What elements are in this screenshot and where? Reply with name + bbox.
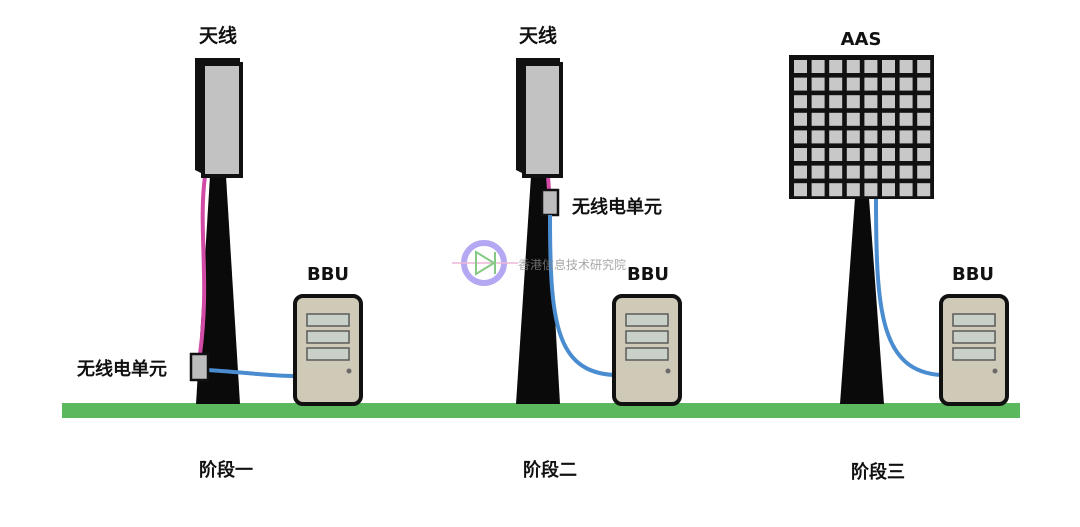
feeder-cable-1: [198, 175, 207, 355]
aas-element: [829, 148, 843, 161]
aas-element: [829, 112, 843, 126]
aas-element: [882, 148, 895, 161]
antenna-label-2: 天线: [519, 24, 557, 47]
aas-element: [864, 183, 878, 197]
watermark-logo-icon: [452, 240, 518, 286]
aas-element: [794, 183, 807, 197]
aas-element: [864, 77, 878, 91]
aas-element: [899, 95, 913, 109]
rru-label-2: 无线电单元: [572, 196, 662, 218]
radio-unit-icon: [540, 188, 560, 217]
aas-element: [846, 183, 860, 197]
aas-element: [917, 112, 931, 126]
aas-element: [829, 60, 843, 73]
aas-element: [829, 130, 843, 144]
aas-element: [846, 148, 860, 161]
stage-2: 天线 无线电单元 BBU 阶段二: [516, 24, 682, 481]
stage-title-2: 阶段二: [523, 459, 577, 481]
aas-element: [864, 112, 878, 126]
aas-element: [864, 165, 878, 179]
aas-element: [899, 130, 913, 144]
aas-element: [864, 148, 878, 161]
aas-element: [829, 183, 843, 197]
watermark: 香港信息技术研究院: [452, 240, 626, 286]
aas-element: [917, 130, 931, 144]
aas-element: [899, 60, 913, 73]
aas-element: [882, 60, 895, 73]
aas-element: [794, 60, 807, 73]
aas-element: [794, 148, 807, 161]
feeder-cable-2: [546, 175, 551, 191]
aas-element: [917, 95, 931, 109]
aas-element: [794, 165, 807, 179]
tower-3: [840, 198, 884, 404]
ground-strip: [62, 403, 1020, 418]
aas-element: [899, 165, 913, 179]
fiber-cable-3: [874, 197, 943, 377]
aas-element: [811, 60, 825, 73]
stage-3: AAS BBU 阶段三: [789, 29, 1009, 483]
aas-element: [899, 148, 913, 161]
stage-title-1: 阶段一: [199, 459, 253, 481]
aas-element: [829, 77, 843, 91]
aas-element: [794, 95, 807, 109]
aas-element: [882, 95, 895, 109]
aas-element: [846, 165, 860, 179]
bbu-server-icon: [939, 294, 1009, 406]
watermark-text: 香港信息技术研究院: [518, 257, 626, 272]
aas-element: [899, 183, 913, 197]
aas-element: [846, 95, 860, 109]
aas-element: [794, 77, 807, 91]
aas-element: [811, 112, 825, 126]
aas-element: [864, 95, 878, 109]
aas-element: [846, 60, 860, 73]
aas-array-icon: [789, 55, 934, 199]
aas-element: [811, 95, 825, 109]
aas-element: [811, 183, 825, 197]
aas-element: [811, 165, 825, 179]
aas-element: [794, 112, 807, 126]
aas-element: [917, 148, 931, 161]
fiber-cable-1: [207, 368, 297, 378]
radio-unit-icon: [189, 352, 210, 382]
stage-1: 天线 无线电单元 BBU 阶段一: [77, 24, 363, 481]
aas-element: [882, 183, 895, 197]
rru-label-1: 无线电单元: [77, 358, 167, 380]
antenna-label-1: 天线: [199, 24, 237, 47]
aas-element: [917, 60, 931, 73]
stage-title-3: 阶段三: [851, 461, 905, 483]
bbu-label-3: BBU: [952, 264, 994, 285]
bbu-server-icon: [293, 294, 363, 406]
aas-element: [864, 60, 878, 73]
aas-element: [829, 165, 843, 179]
aas-element: [811, 130, 825, 144]
aas-element: [882, 130, 895, 144]
aas-element: [882, 77, 895, 91]
fiber-cable-2: [548, 214, 615, 377]
aas-element: [882, 165, 895, 179]
aas-element: [917, 183, 931, 197]
aas-element: [829, 95, 843, 109]
aas-element: [899, 112, 913, 126]
aas-element: [846, 130, 860, 144]
aas-element: [917, 77, 931, 91]
aas-element: [846, 77, 860, 91]
bbu-server-icon: [612, 294, 682, 406]
bbu-label-1: BBU: [307, 264, 349, 285]
aas-element: [794, 130, 807, 144]
aas-element: [917, 165, 931, 179]
bbu-label-2: BBU: [627, 264, 669, 285]
aas-element: [846, 112, 860, 126]
aas-label: AAS: [841, 29, 882, 50]
antenna-panel-icon: [516, 58, 563, 178]
aas-element: [811, 77, 825, 91]
aas-element: [864, 130, 878, 144]
tower-1: [196, 176, 240, 404]
aas-element: [899, 77, 913, 91]
antenna-panel-icon: [195, 58, 243, 178]
aas-element: [811, 148, 825, 161]
aas-element: [882, 112, 895, 126]
